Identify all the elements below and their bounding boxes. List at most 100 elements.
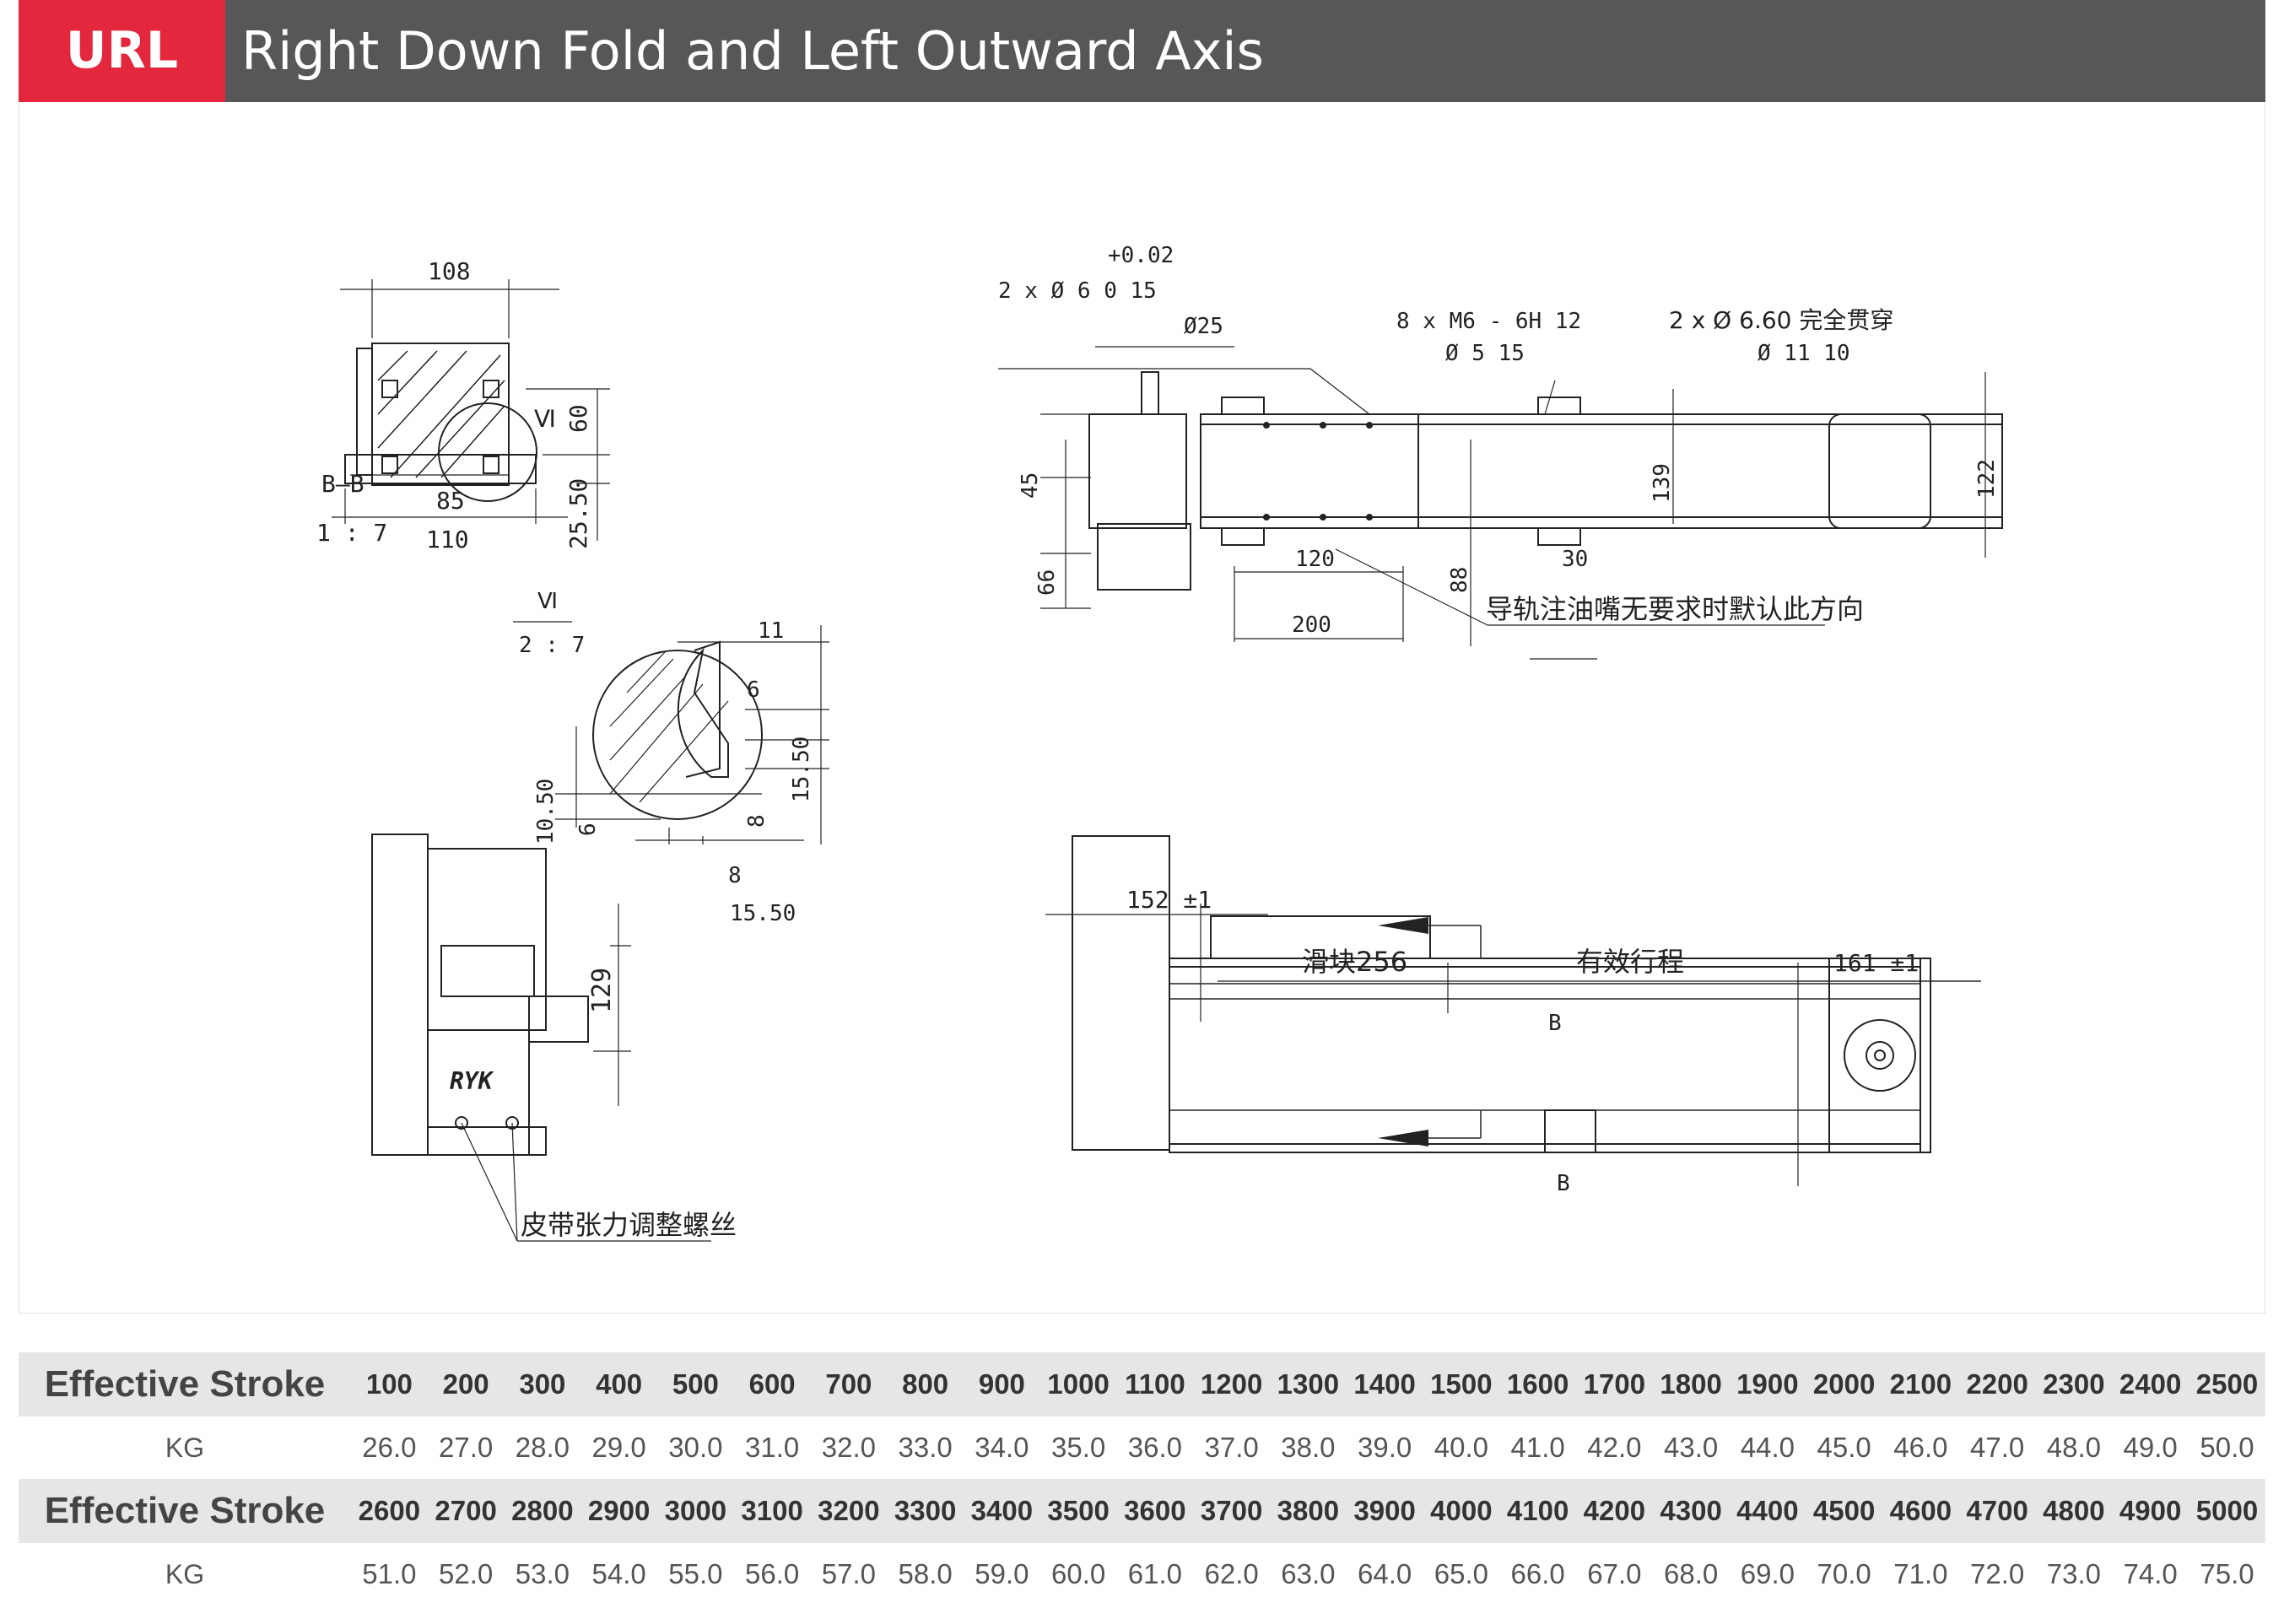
- stroke-cell: 4400: [1729, 1479, 1806, 1543]
- section-scale: 1 : 7: [316, 519, 387, 547]
- detail-dim-10-50: 10.50: [533, 779, 559, 844]
- stroke-cell: 2600: [351, 1479, 428, 1543]
- kg-cell: 36.0: [1116, 1416, 1194, 1479]
- stroke-cell: 700: [810, 1352, 888, 1416]
- kg-cell: 74.0: [2112, 1543, 2189, 1605]
- detail-dim-6b: 6: [575, 823, 601, 836]
- kg-cell: 56.0: [733, 1543, 811, 1605]
- stroke-cell: 2400: [2112, 1352, 2189, 1416]
- oil-nozzle-note: 导轨注油嘴无要求时默认此方向: [1486, 593, 1864, 625]
- kg-cell: 66.0: [1499, 1543, 1576, 1605]
- kg-cell: 62.0: [1193, 1543, 1270, 1605]
- stroke-cell: 3400: [964, 1479, 1040, 1543]
- detail-ref-vi: Ⅵ: [534, 405, 556, 433]
- detail-dim-15-50-v: 15.50: [789, 736, 814, 802]
- kg-cell: 59.0: [964, 1543, 1040, 1605]
- page-title: Right Down Fold and Left Outward Axis: [241, 20, 1264, 82]
- kg-cell: 29.0: [580, 1416, 657, 1479]
- table-row: KG 26.0 27.0 28.0 29.0 30.0 31.0 32.0 33…: [19, 1416, 2265, 1479]
- dim-85: 85: [436, 487, 465, 515]
- stroke-cell: 3600: [1116, 1479, 1194, 1543]
- stroke-cell: 1200: [1193, 1352, 1270, 1416]
- thread-hole-spec: 8 x M6 - 6H 12: [1396, 309, 1581, 334]
- stroke-cell: 2100: [1882, 1352, 1959, 1416]
- stroke-cell: 4200: [1576, 1479, 1653, 1543]
- detail-dim-8b: 8: [728, 863, 742, 888]
- kg-cell: 58.0: [887, 1543, 964, 1605]
- stroke-cell: 200: [427, 1352, 505, 1416]
- stroke-weight-table: Effective Stroke 100 200 300 400 500 600…: [19, 1352, 2265, 1605]
- top-view: +0.02 2 x Ø 6 0 15 Ø25 8 x M6 - 6H 12 Ø …: [998, 243, 2003, 660]
- dim-110: 110: [426, 526, 469, 553]
- row-header-kg: KG: [19, 1543, 351, 1605]
- stroke-cell: 2300: [2035, 1352, 2113, 1416]
- stroke-cell: 3200: [810, 1479, 888, 1543]
- dim-60: 60: [564, 404, 592, 433]
- stroke-cell: 5000: [2189, 1479, 2265, 1543]
- table-row: Effective Stroke 2600 2700 2800 2900 300…: [19, 1479, 2265, 1543]
- stroke-cell: 3300: [887, 1479, 964, 1543]
- dim-108: 108: [428, 257, 471, 285]
- stroke-cell: 100: [351, 1352, 428, 1416]
- kg-cell: 64.0: [1346, 1543, 1423, 1605]
- stroke-cell: 300: [504, 1352, 581, 1416]
- slider-length-label: 滑块256: [1302, 946, 1407, 978]
- stroke-cell: 2700: [427, 1479, 505, 1543]
- kg-cell: 67.0: [1576, 1543, 1653, 1605]
- kg-cell: 63.0: [1270, 1543, 1347, 1605]
- kg-cell: 27.0: [427, 1416, 505, 1479]
- model-code-badge: URL: [19, 0, 225, 102]
- kg-cell: 32.0: [810, 1416, 888, 1479]
- stroke-cell: 600: [733, 1352, 811, 1416]
- kg-cell: 39.0: [1346, 1416, 1423, 1479]
- stroke-cell: 4500: [1806, 1479, 1882, 1543]
- row-header-stroke: Effective Stroke: [19, 1352, 351, 1416]
- stroke-cell: 4700: [1958, 1479, 2036, 1543]
- section-label: B—B: [321, 470, 364, 498]
- section-view-bb: 108 B—B 1 : 7 Ⅵ 60 85 110 25.50: [316, 257, 610, 553]
- kg-cell: 75.0: [2189, 1543, 2265, 1605]
- stroke-cell: 2900: [580, 1479, 657, 1543]
- section-b-top: B: [1548, 1011, 1562, 1036]
- stroke-cell: 1400: [1346, 1352, 1423, 1416]
- stroke-cell: 1800: [1652, 1352, 1730, 1416]
- kg-cell: 26.0: [351, 1416, 428, 1479]
- stroke-cell: 1000: [1039, 1352, 1117, 1416]
- kg-cell: 65.0: [1423, 1543, 1500, 1605]
- stroke-cell: 2500: [2189, 1352, 2265, 1416]
- thread-sub-spec: Ø 5 15: [1445, 341, 1525, 366]
- detail-view-vi: Ⅵ 2 : 7 11 6 15.50 10.50 6 8 8 15.50: [513, 589, 829, 926]
- kg-cell: 57.0: [810, 1543, 888, 1605]
- stroke-cell: 4600: [1882, 1479, 1959, 1543]
- dim-88: 88: [1447, 567, 1472, 593]
- tolerance-label: +0.02: [1108, 243, 1174, 268]
- kg-cell: 50.0: [2189, 1416, 2265, 1479]
- kg-cell: 35.0: [1039, 1416, 1117, 1479]
- stroke-cell: 3800: [1270, 1479, 1347, 1543]
- technical-drawing: 108 B—B 1 : 7 Ⅵ 60 85 110 25.50: [19, 102, 2265, 1314]
- stroke-cell: 500: [657, 1352, 734, 1416]
- stroke-cell: 1700: [1576, 1352, 1653, 1416]
- kg-cell: 30.0: [657, 1416, 734, 1479]
- stroke-cell: 1600: [1499, 1352, 1576, 1416]
- kg-cell: 28.0: [504, 1416, 581, 1479]
- dim-25-50: 25.50: [564, 478, 592, 549]
- table-row: Effective Stroke 100 200 300 400 500 600…: [19, 1352, 2265, 1416]
- row-header-kg: KG: [19, 1416, 351, 1479]
- kg-cell: 33.0: [887, 1416, 964, 1479]
- detail-label: Ⅵ: [537, 589, 558, 614]
- kg-cell: 61.0: [1116, 1543, 1194, 1605]
- pin-hole-spec: 2 x Ø 6 0 15: [998, 278, 1157, 304]
- through-hole-spec: 2 x Ø 6.60 完全贯穿: [1669, 306, 1893, 334]
- kg-cell: 51.0: [351, 1543, 428, 1605]
- effective-stroke-label: 有效行程: [1576, 946, 1684, 978]
- row-header-stroke: Effective Stroke: [19, 1479, 351, 1543]
- stroke-cell: 4100: [1499, 1479, 1576, 1543]
- kg-cell: 71.0: [1882, 1543, 1959, 1605]
- dim-152: 152 ±1: [1126, 886, 1212, 914]
- dim-161: 161 ±1: [1833, 949, 1919, 977]
- dim-120: 120: [1295, 547, 1335, 572]
- detail-dim-8a: 8: [744, 814, 769, 828]
- brand-logo: RYK: [450, 1067, 494, 1095]
- stroke-cell: 400: [580, 1352, 657, 1416]
